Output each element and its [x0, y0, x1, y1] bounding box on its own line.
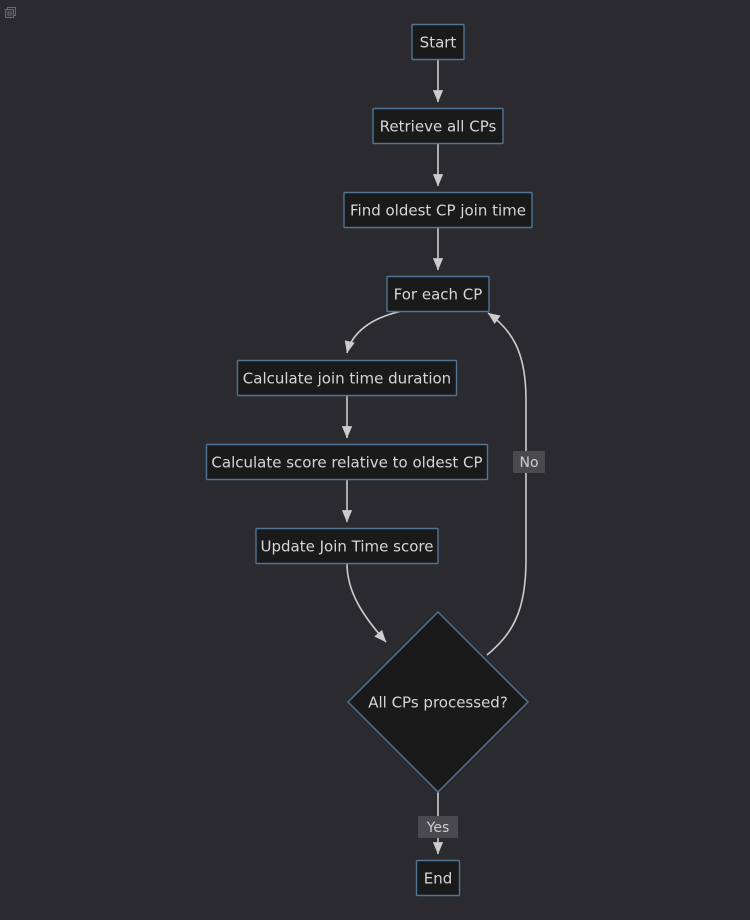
nodes-layer: Start Retrieve all CPs Find oldest CP jo…: [205, 23, 533, 897]
node-calculate-score-relative-to-oldest-cp[interactable]: Calculate score relative to oldest CP: [205, 443, 489, 481]
node-end-label: End: [424, 870, 453, 888]
node-for-each-cp[interactable]: For each CP: [386, 275, 490, 313]
edge-label-yes-text: Yes: [426, 820, 450, 836]
edge-label-yes: Yes: [418, 816, 458, 838]
node-calculate-join-time-duration-label: Calculate join time duration: [243, 370, 451, 388]
node-calculate-score-relative-to-oldest-cp-label: Calculate score relative to oldest CP: [211, 454, 482, 472]
node-find-oldest-cp-join-time[interactable]: Find oldest CP join time: [343, 191, 533, 229]
node-update-join-time-score-label: Update Join Time score: [261, 538, 434, 556]
node-end[interactable]: End: [415, 859, 461, 897]
node-start[interactable]: Start: [411, 23, 465, 61]
node-start-label: Start: [420, 34, 457, 52]
node-all-cps-processed-decision-label: All CPs processed?: [368, 694, 508, 712]
node-all-cps-processed-decision[interactable]: All CPs processed?: [347, 611, 529, 793]
edge-foreach-to-calcdur: [344, 310, 401, 354]
node-find-oldest-cp-join-time-label: Find oldest CP join time: [350, 202, 526, 220]
node-retrieve-all-cps-label: Retrieve all CPs: [380, 118, 497, 136]
node-retrieve-all-cps[interactable]: Retrieve all CPs: [372, 107, 504, 145]
node-update-join-time-score[interactable]: Update Join Time score: [255, 527, 439, 565]
edge-label-no-text: No: [519, 455, 538, 471]
edge-decision-to-foreach-no: [486, 312, 527, 656]
edge-update-to-decision: [346, 563, 387, 643]
node-calculate-join-time-duration[interactable]: Calculate join time duration: [236, 359, 458, 397]
edge-labels-layer: No Yes: [418, 451, 545, 838]
copy-layers-icon[interactable]: [4, 5, 18, 19]
node-for-each-cp-label: For each CP: [394, 286, 483, 304]
edge-label-no: No: [513, 451, 545, 473]
